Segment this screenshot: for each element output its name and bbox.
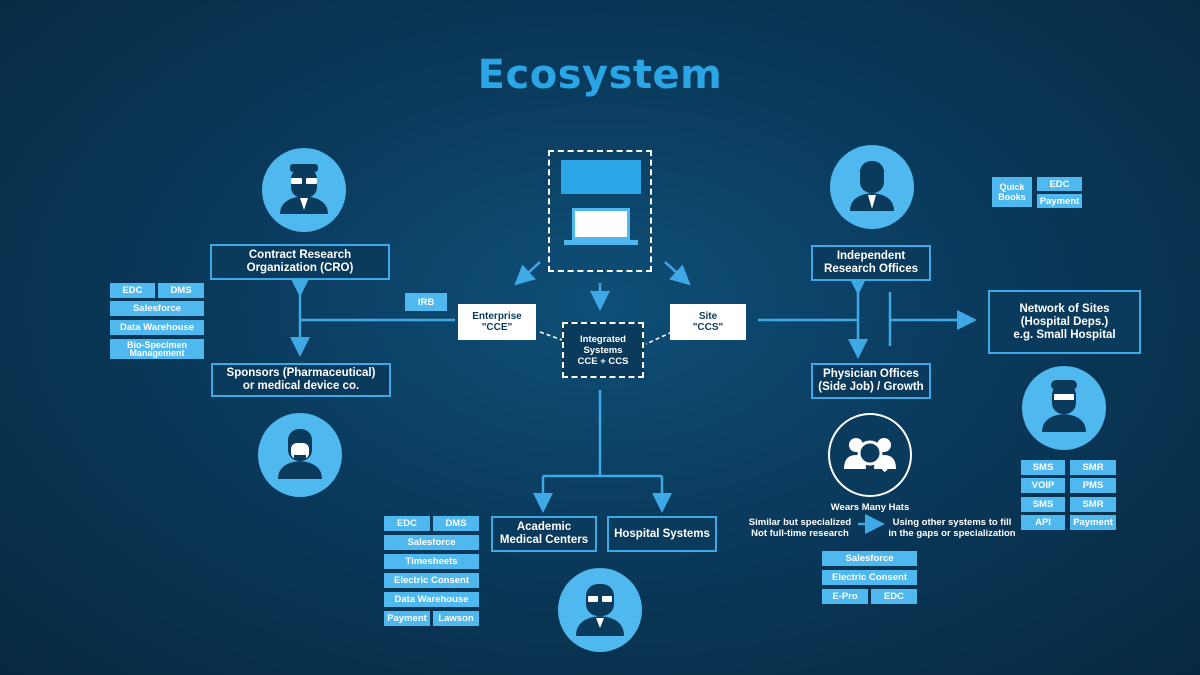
right-sms-tag-1: SMS — [1021, 460, 1065, 475]
hospital-systems-box: Hospital Systems — [607, 516, 717, 552]
independent-research-offices-box: Independent Research Offices — [811, 245, 931, 281]
center-consent-tag: Electric Consent — [384, 573, 479, 588]
right-smr-tag-1: SMR — [1070, 460, 1116, 475]
using-other-systems-text: Using other systems to fill in the gaps … — [888, 517, 1016, 539]
page-title: Ecosystem — [477, 52, 723, 98]
laptop-icon — [548, 150, 652, 272]
bottom-right-epro-tag: E-Pro — [822, 589, 868, 604]
irb-tag: IRB — [405, 293, 447, 311]
cro-box: Contract Research Organization (CRO) — [210, 244, 390, 280]
enterprise-box: Enterprise "CCE" — [458, 304, 536, 340]
physician-offices-box: Physician Offices (Side Job) / Growth — [811, 363, 931, 399]
center-lawson-tag: Lawson — [433, 611, 479, 626]
center-timesheets-tag: Timesheets — [384, 554, 479, 569]
person-glasses-avatar — [262, 148, 346, 232]
center-warehouse-tag: Data Warehouse — [384, 592, 479, 607]
left-biospecimen-tag: Bio-Specimen Management — [110, 339, 204, 359]
left-edc-tag: EDC — [110, 283, 155, 298]
person-female-avatar — [558, 568, 642, 652]
academic-medical-centers-box: Academic Medical Centers — [491, 516, 597, 552]
left-dms-tag: DMS — [158, 283, 204, 298]
bottom-right-salesforce-tag: Salesforce — [822, 551, 917, 566]
right-api-tag: API — [1021, 515, 1065, 530]
right-voip-tag: VOIP — [1021, 478, 1065, 493]
right-pms-tag: PMS — [1070, 478, 1116, 493]
right-smr-tag-2: SMR — [1070, 497, 1116, 512]
top-right-edc-tag: EDC — [1037, 177, 1082, 191]
quickbooks-tag: Quick Books — [992, 177, 1032, 207]
site-box: Site "CCS" — [670, 304, 746, 340]
right-payment-tag: Payment — [1070, 515, 1116, 530]
wears-many-hats-label: Wears Many Hats — [830, 502, 910, 513]
similar-specialized-text: Similar but specialized Not full-time re… — [748, 517, 852, 539]
right-sms-tag-2: SMS — [1021, 497, 1065, 512]
center-edc-tag: EDC — [384, 516, 430, 531]
bottom-right-consent-tag: Electric Consent — [822, 570, 917, 585]
left-warehouse-tag: Data Warehouse — [110, 320, 204, 335]
person-beanie-avatar — [1022, 366, 1106, 450]
integrated-systems-box: Integrated Systems CCE + CCS — [562, 322, 644, 378]
person-suit-avatar — [830, 145, 914, 229]
left-salesforce-tag: Salesforce — [110, 301, 204, 316]
team-search-icon — [828, 413, 912, 497]
network-of-sites-box: Network of Sites (Hospital Deps.) e.g. S… — [988, 290, 1141, 354]
center-dms-tag: DMS — [433, 516, 479, 531]
center-salesforce-tag: Salesforce — [384, 535, 479, 550]
bottom-right-edc-tag: EDC — [871, 589, 917, 604]
center-payment-tag: Payment — [384, 611, 430, 626]
person-bearded-avatar — [258, 413, 342, 497]
top-right-payment-tag: Payment — [1037, 194, 1082, 208]
sponsors-box: Sponsors (Pharmaceutical) or medical dev… — [211, 363, 391, 397]
